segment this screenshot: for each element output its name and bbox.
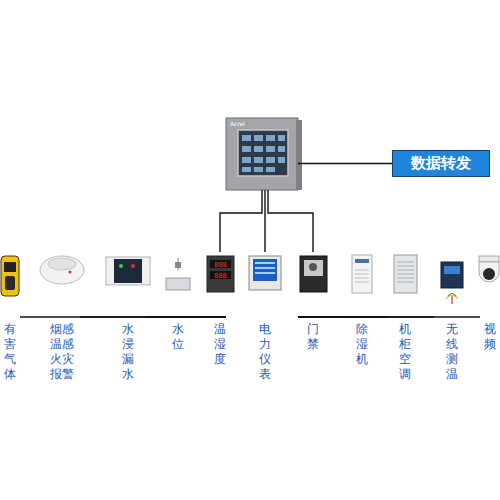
camera-icon xyxy=(479,256,499,282)
device-label: 水位 xyxy=(171,322,185,352)
device-label: 除湿机 xyxy=(355,322,369,367)
access-control-icon xyxy=(300,256,327,292)
brand-label: Acrel xyxy=(230,120,245,127)
wireless-temp-icon xyxy=(441,262,463,304)
water-leak-icon xyxy=(106,257,150,285)
control-cabinet: Acrel xyxy=(226,118,298,190)
water-level-icon xyxy=(166,258,190,290)
device-label: 机柜空调 xyxy=(398,322,412,382)
bus-wire xyxy=(146,316,226,317)
cabinet-body xyxy=(226,118,298,190)
bus-wire xyxy=(298,163,392,164)
cabinet-screen xyxy=(238,130,288,176)
bus-wire xyxy=(20,316,226,317)
device-node: 有害气体 xyxy=(0,252,20,382)
gas-detector-icon xyxy=(1,256,19,296)
device-label: 水浸漏水 xyxy=(121,322,135,382)
device-label: 视频 xyxy=(483,322,497,352)
temp-humidity-icon: 888 888 xyxy=(207,256,234,292)
cabinet-illustration xyxy=(226,118,302,190)
device-node: 视频 xyxy=(480,252,500,382)
device-label: 无线测温 xyxy=(445,322,459,382)
device-label: 烟感温感火灾报警 xyxy=(48,322,76,382)
bus-wire xyxy=(80,316,226,317)
screen-grid xyxy=(242,135,285,172)
svg-text:888: 888 xyxy=(214,261,227,269)
bus-wire xyxy=(220,190,262,252)
bus-wire xyxy=(268,190,313,252)
device-label: 有害气体 xyxy=(3,322,17,382)
svg-text:888: 888 xyxy=(214,272,227,280)
device-label: 温湿度 xyxy=(213,322,227,367)
device-label: 电力仪表 xyxy=(258,322,272,382)
forward-box: 数据转发 xyxy=(392,150,490,177)
device-node: 电力仪表 xyxy=(247,252,283,382)
cabinet-side xyxy=(296,120,302,190)
bus-wire xyxy=(264,190,265,252)
cabinet-ac-icon xyxy=(394,255,417,293)
device-label: 门禁 xyxy=(306,322,320,352)
bus-wire xyxy=(196,316,226,317)
dehumidifier-icon xyxy=(352,255,372,293)
forward-label: 数据转发 xyxy=(411,154,471,173)
smoke-detector-icon xyxy=(40,256,84,284)
power-meter-icon xyxy=(249,256,281,290)
bus-wire xyxy=(298,316,480,317)
